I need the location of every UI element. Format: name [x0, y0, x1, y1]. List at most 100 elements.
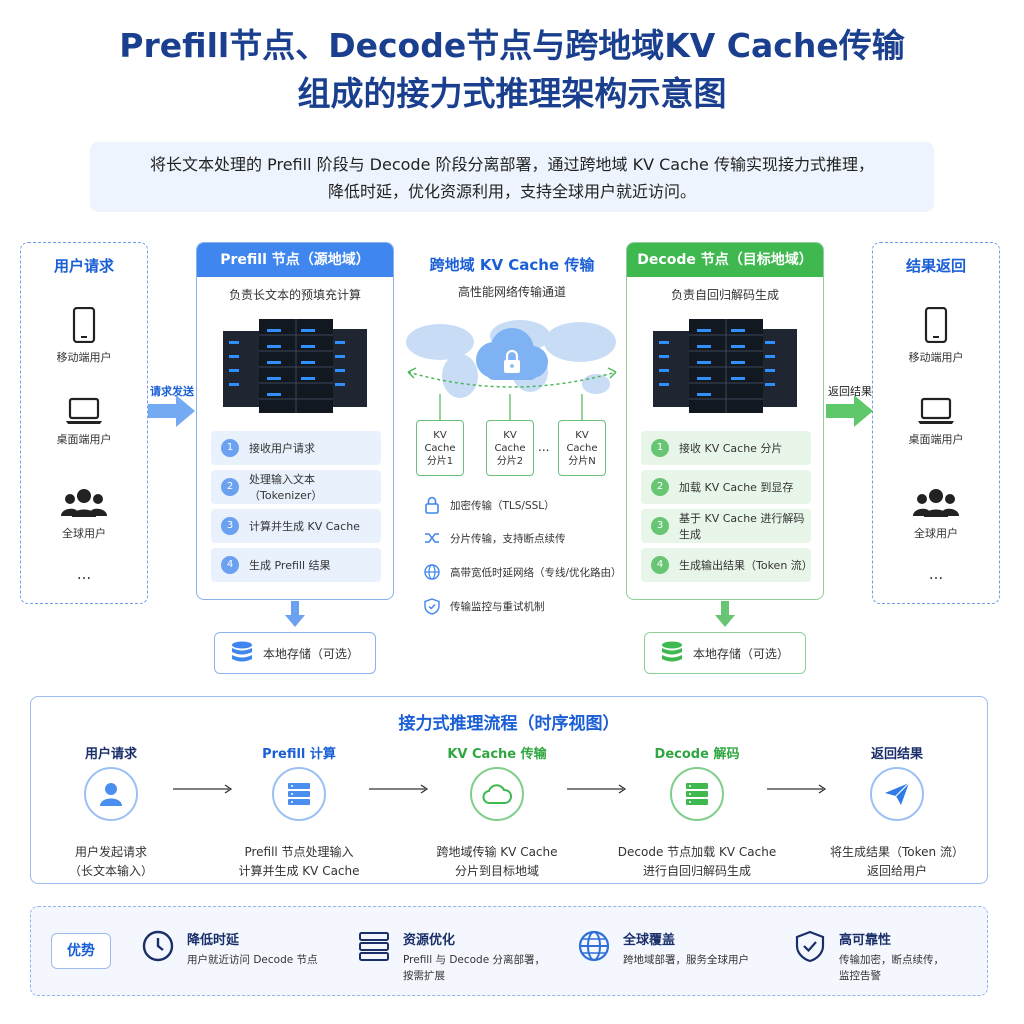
feature-chunked: 分片传输，支持断点续传 — [424, 530, 566, 546]
summary-line-2: 降低时延，优化资源利用，支持全球用户就近访问。 — [327, 182, 696, 201]
flow-step-circle — [84, 767, 138, 821]
mobile-user-item: 移动端用户 — [21, 307, 147, 365]
flow-step-label: KV Cache 传输 — [447, 747, 547, 762]
step-label: 加载 KV Cache 到显存 — [679, 481, 794, 494]
flow-step-prefill: Prefill 计算 Prefill 节点处理输入计算并生成 KV Cache — [209, 743, 389, 881]
globe-icon — [578, 930, 610, 962]
desc-line: Prefill 节点处理输入 — [244, 845, 354, 859]
step-label: 接收用户请求 — [249, 442, 315, 455]
return-arrow-icon — [826, 395, 873, 427]
title-line-1: Prefill节点、Decode节点与跨地域KV Cache传输 — [119, 26, 905, 65]
flow-step-desc: 跨地域传输 KV Cache 分片到目标地域 — [407, 843, 587, 881]
down-arrow-icon — [715, 601, 735, 627]
page-title: Prefill节点、Decode节点与跨地域KV Cache传输 组成的接力式推… — [0, 22, 1024, 118]
down-arrow-icon — [285, 601, 305, 627]
flow-step-circle — [870, 767, 924, 821]
decode-node-title: Decode 节点（目标地域） — [627, 243, 823, 277]
chunk-line: KV — [575, 430, 589, 441]
step-number: 2 — [651, 478, 669, 496]
flow-step-kv-transfer: KV Cache 传输 跨地域传输 KV Cache 分片到目标地域 — [407, 743, 587, 881]
request-arrow-icon — [148, 395, 195, 427]
more-users-ellipsis: ... — [76, 565, 92, 583]
more-users-ellipsis: ... — [928, 565, 944, 583]
step-number: 4 — [651, 556, 669, 574]
shield-icon — [424, 598, 440, 615]
result-return-panel: 结果返回 移动端用户 桌面端用户 全球用户 ... — [872, 242, 1000, 604]
global-user-item: 全球用户 — [873, 487, 999, 541]
flow-step-desc: 将生成结果（Token 流）返回给用户 — [807, 843, 987, 881]
chunk-line: KV — [433, 430, 447, 441]
advantage-title: 全球覆盖 — [623, 933, 676, 948]
global-user-label: 全球用户 — [914, 527, 958, 540]
server-icon — [288, 783, 310, 805]
flow-step-desc: Prefill 节点处理输入计算并生成 KV Cache — [209, 843, 389, 881]
feature-label: 高带宽低时延网络（专线/优化路由） — [450, 566, 622, 579]
desc-line: 分片到目标地域 — [454, 864, 539, 878]
decode-step-4: 4 生成输出结果（Token 流） — [641, 548, 813, 582]
step-number: 3 — [221, 517, 239, 535]
desc-line: 进行自回归解码生成 — [642, 864, 751, 878]
transfer-subtitle: 高性能网络传输通道 — [457, 285, 566, 299]
return-arrow-label: 返回结果 — [828, 385, 872, 398]
result-return-title: 结果返回 — [905, 257, 966, 275]
flow-step-label: 用户请求 — [84, 747, 137, 762]
advantage-desc: 按需扩展 — [403, 970, 445, 982]
desktop-user-item: 桌面端用户 — [873, 397, 999, 447]
user-request-title: 用户请求 — [53, 257, 114, 275]
kv-cache-chunk-2: KV Cache 分片2 — [486, 420, 534, 476]
flow-step-circle — [470, 767, 524, 821]
chunk-line: Cache — [424, 443, 456, 454]
flow-arrow-icon — [567, 784, 627, 794]
feature-network: 高带宽低时延网络（专线/优化路由） — [424, 564, 622, 580]
flow-step-label: 返回结果 — [870, 747, 923, 762]
flow-step-label: Prefill 计算 — [262, 747, 336, 762]
flow-timeline-panel: 接力式推理流程（时序视图） 用户请求 用户发起请求（长文本输入） Prefill… — [30, 696, 988, 884]
flow-arrow-icon — [369, 784, 429, 794]
advantage-desc: 监控告警 — [839, 970, 881, 982]
step-number: 2 — [221, 478, 239, 496]
advantage-title: 资源优化 — [403, 933, 456, 948]
globe-icon — [424, 564, 440, 580]
storage-label: 本地存储（可选） — [262, 646, 359, 661]
server-rack-icon — [653, 319, 797, 413]
smartphone-icon — [72, 307, 96, 343]
user-icon — [100, 783, 122, 806]
laptop-icon — [918, 397, 954, 424]
decode-node-desc: 负责自回归解码生成 — [670, 288, 779, 302]
summary-box: 将长文本处理的 Prefill 阶段与 Decode 阶段分离部署，通过跨地域 … — [90, 142, 934, 212]
advantage-desc: 传输加密，断点续传， — [839, 954, 944, 966]
transfer-title: 跨地域 KV Cache 传输 — [429, 256, 595, 274]
flow-step-desc: Decode 节点加载 KV Cache 进行自回归解码生成 — [607, 843, 787, 881]
mobile-user-label: 移动端用户 — [56, 351, 112, 364]
flow-step-circle — [670, 767, 724, 821]
step-number: 3 — [651, 517, 669, 535]
kv-cache-chunk-1: KV Cache 分片1 — [416, 420, 464, 476]
shuffle-icon — [425, 533, 439, 543]
step-label: 生成输出结果（Token 流） — [679, 559, 813, 572]
step-label: 基于 KV Cache 进行解码生成 — [679, 512, 805, 541]
server-rack-icon — [223, 319, 367, 413]
advantage-title: 降低时延 — [187, 933, 240, 948]
chunk-line: Cache — [494, 443, 526, 454]
chunk-line: KV — [503, 430, 517, 441]
advantage-desc: 用户就近访问 Decode 节点 — [187, 954, 318, 966]
chunk-line: 分片N — [568, 456, 596, 467]
decode-step-2: 2 加载 KV Cache 到显存 — [641, 470, 811, 504]
desc-line: 跨地域传输 KV Cache — [436, 845, 558, 859]
global-user-label: 全球用户 — [62, 527, 106, 540]
desc-line: Decode 节点加载 KV Cache — [617, 845, 777, 859]
decode-step-3: 3 基于 KV Cache 进行解码生成 — [641, 509, 811, 543]
desktop-user-label: 桌面端用户 — [908, 433, 964, 446]
flow-step-desc: 用户发起请求（长文本输入） — [21, 843, 201, 881]
smartphone-icon — [924, 307, 948, 343]
desktop-user-item: 桌面端用户 — [21, 397, 147, 447]
mobile-user-label: 移动端用户 — [908, 351, 964, 364]
advantage-desc: Prefill 与 Decode 分离部署， — [403, 954, 546, 966]
lock-icon — [425, 496, 439, 514]
